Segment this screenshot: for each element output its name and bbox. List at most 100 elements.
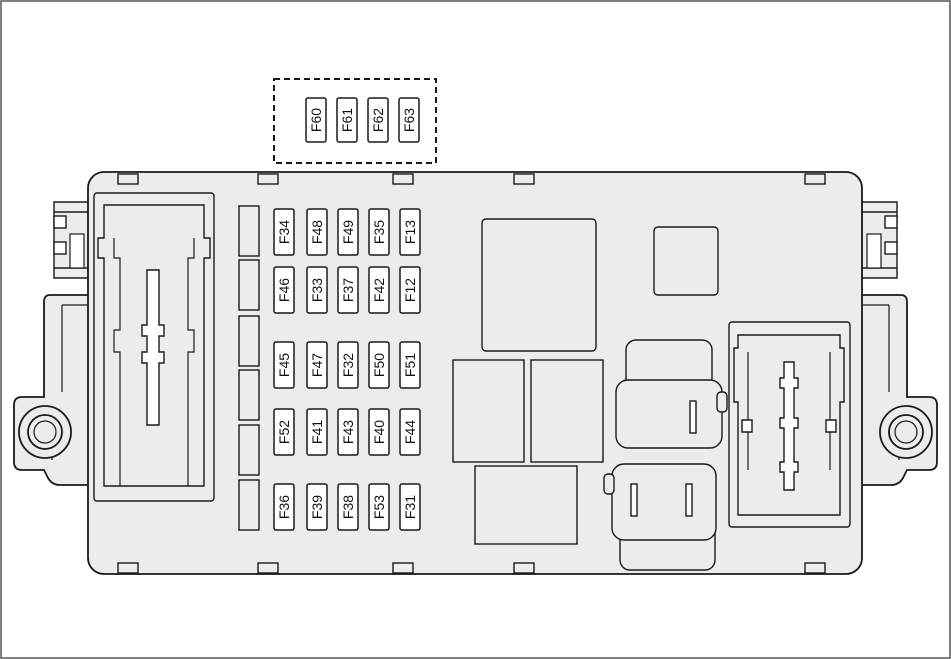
fuse-body <box>337 208 359 256</box>
fuse-label: F35 <box>371 220 387 244</box>
fuse-f47: F47 <box>306 341 328 389</box>
fuse-body <box>337 483 359 531</box>
fuse-body <box>273 483 295 531</box>
fuse-label: F50 <box>371 353 387 377</box>
fuse-body <box>399 266 421 314</box>
fuse-f53: F53 <box>368 483 390 531</box>
fuse-body <box>273 208 295 256</box>
fuse-f46: F46 <box>273 266 295 314</box>
fuse-label: F48 <box>309 220 325 244</box>
fuse-label: F52 <box>276 420 292 444</box>
left-mount-hole-inner <box>27 414 63 450</box>
fuse-box-housing <box>13 171 938 575</box>
fuse-f44: F44 <box>399 408 421 456</box>
fuse-body <box>399 208 421 256</box>
fuse-f45: F45 <box>273 341 295 389</box>
relays <box>452 218 719 545</box>
upper-plug <box>615 339 728 449</box>
fuse-label: F34 <box>276 220 292 244</box>
fuse-body <box>398 97 420 143</box>
fuse-f62: F62 <box>367 97 389 143</box>
fuse-label: F62 <box>370 108 386 132</box>
fuse-body <box>399 341 421 389</box>
fuse-label: F49 <box>340 220 356 244</box>
fuse-f41: F41 <box>306 408 328 456</box>
fuse-body <box>306 341 328 389</box>
fuse-label: F53 <box>371 495 387 519</box>
fuse-label: F46 <box>276 278 292 302</box>
fuse-f31: F31 <box>399 483 421 531</box>
fuse-body <box>273 408 295 456</box>
right-mount-hole-inner <box>888 414 924 450</box>
fuse-body <box>367 97 389 143</box>
body-tabs <box>117 173 826 574</box>
fuse-f13: F13 <box>399 208 421 256</box>
fuse-body <box>306 408 328 456</box>
fuse-body <box>337 341 359 389</box>
left-connector <box>93 192 215 502</box>
fuse-body <box>368 408 390 456</box>
optional-fuse-area <box>273 78 437 164</box>
fuse-f39: F39 <box>306 483 328 531</box>
fuse-f36: F36 <box>273 483 295 531</box>
fuse-label: F36 <box>276 495 292 519</box>
fuse-label: F33 <box>309 278 325 302</box>
fuse-label: F13 <box>402 220 418 244</box>
fuse-f63: F63 <box>398 97 420 143</box>
fuse-label: F39 <box>309 495 325 519</box>
fuse-label: F42 <box>371 278 387 302</box>
fuse-f40: F40 <box>368 408 390 456</box>
fuse-f61: F61 <box>336 97 358 143</box>
fuse-label: F44 <box>402 420 418 444</box>
fuse-body <box>305 97 327 143</box>
fuse-f60: F60 <box>305 97 327 143</box>
right-connector <box>728 321 851 528</box>
fuse-f33: F33 <box>306 266 328 314</box>
relay-mid-right <box>530 359 604 463</box>
fuse-f42: F42 <box>368 266 390 314</box>
fuse-label: F43 <box>340 420 356 444</box>
fuse-f49: F49 <box>337 208 359 256</box>
fuse-label: F61 <box>339 108 355 132</box>
relay-bottom <box>474 465 578 545</box>
fuse-label: F63 <box>401 108 417 132</box>
fuse-body <box>306 266 328 314</box>
fuse-body <box>273 341 295 389</box>
relay-small <box>653 226 719 296</box>
fuse-label: F47 <box>309 353 325 377</box>
fuse-body <box>306 483 328 531</box>
fuse-f35: F35 <box>368 208 390 256</box>
fuse-body <box>336 97 358 143</box>
fuse-label: F60 <box>308 108 324 132</box>
fuse-f50: F50 <box>368 341 390 389</box>
top-fuse-row: F60 F61 F62 F63 <box>305 97 420 143</box>
fuse-label: F45 <box>276 353 292 377</box>
fuse-label: F40 <box>371 420 387 444</box>
fuse-body <box>368 208 390 256</box>
fuse-label: F41 <box>309 420 325 444</box>
fuse-f52: F52 <box>273 408 295 456</box>
fuse-body <box>368 266 390 314</box>
fuse-label: F37 <box>340 278 356 302</box>
fuse-body <box>306 208 328 256</box>
fuse-f32: F32 <box>337 341 359 389</box>
fuse-f51: F51 <box>399 341 421 389</box>
fuse-label: F31 <box>402 495 418 519</box>
fuse-f12: F12 <box>399 266 421 314</box>
fuse-body <box>337 266 359 314</box>
fuse-f38: F38 <box>337 483 359 531</box>
fuse-body <box>399 483 421 531</box>
fuse-f37: F37 <box>337 266 359 314</box>
fuse-f48: F48 <box>306 208 328 256</box>
fuse-body <box>399 408 421 456</box>
fuse-body <box>273 266 295 314</box>
fuse-label: F51 <box>402 353 418 377</box>
fuse-body <box>368 483 390 531</box>
fuse-label: F32 <box>340 353 356 377</box>
fuse-label: F38 <box>340 495 356 519</box>
fuse-body <box>368 341 390 389</box>
relay-large <box>481 218 597 352</box>
lower-plug <box>603 463 717 571</box>
fuse-f34: F34 <box>273 208 295 256</box>
